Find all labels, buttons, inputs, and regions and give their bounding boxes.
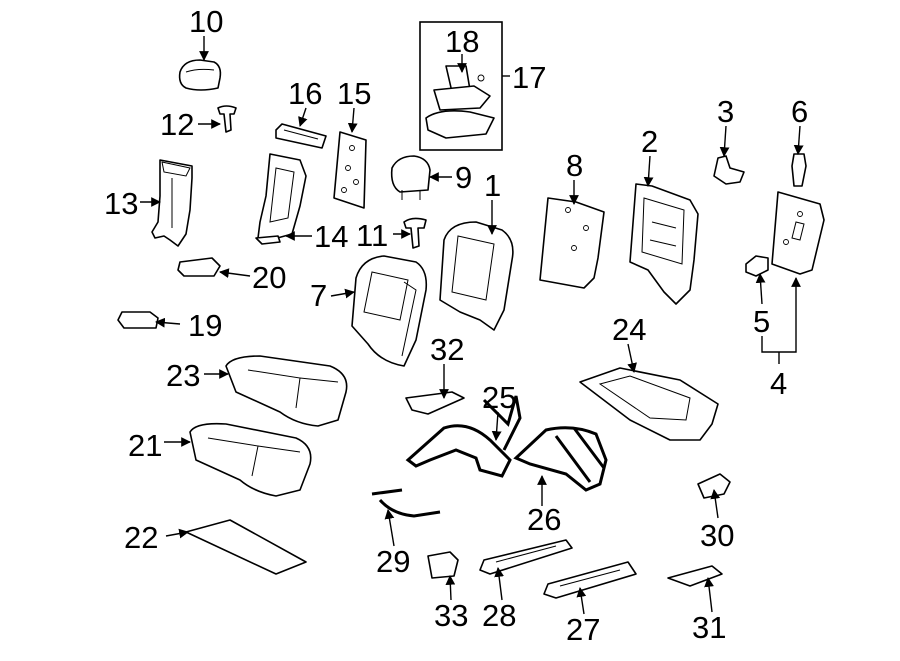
part-10-headrest — [178, 59, 222, 91]
callout-15: 15 — [337, 76, 371, 111]
part-3-latch — [713, 155, 745, 185]
part-15-plate — [333, 131, 367, 209]
callout-labels: 10 12 13 16 15 14 9 11 18 17 7 1 8 2 3 6… — [104, 4, 808, 647]
callout-10: 10 — [189, 4, 223, 39]
part-7-seat-back — [351, 255, 428, 367]
callout-21: 21 — [128, 428, 162, 463]
part-22-pad — [185, 519, 307, 575]
callout-7: 7 — [310, 278, 327, 313]
callout-2: 2 — [641, 124, 658, 159]
part-2-seat-frame — [629, 183, 699, 305]
part-28-track — [479, 539, 573, 575]
callout-24: 24 — [612, 312, 646, 347]
callout-20: 20 — [252, 260, 286, 295]
callout-25: 25 — [482, 380, 516, 415]
part-23-cushion — [225, 355, 348, 427]
callout-33: 33 — [434, 598, 468, 633]
callout-32: 32 — [430, 332, 464, 367]
callout-11: 11 — [356, 218, 388, 253]
part-26-frame — [513, 426, 608, 492]
part-32-plate — [405, 391, 465, 415]
callout-30: 30 — [700, 518, 734, 553]
part-24-tray — [579, 367, 719, 441]
part-9-headrest — [390, 155, 431, 200]
callout-27: 27 — [566, 612, 600, 647]
callout-28: 28 — [482, 598, 516, 633]
callout-14: 14 — [314, 219, 348, 254]
part-31-plate — [667, 565, 723, 587]
part-12-pin — [217, 105, 237, 133]
part-13-armrest — [151, 159, 193, 247]
callout-16: 16 — [288, 76, 322, 111]
callout-5: 5 — [753, 304, 770, 339]
callout-17: 17 — [512, 60, 546, 95]
part-5-bolt — [745, 255, 769, 277]
part-16-bezel — [275, 123, 327, 149]
callout-1: 1 — [484, 168, 501, 203]
part-33-bracket — [427, 551, 459, 579]
callout-18: 18 — [445, 24, 479, 59]
part-8-pad — [539, 197, 605, 289]
callout-31: 31 — [692, 610, 726, 645]
callout-29: 29 — [376, 544, 410, 579]
leader-lines — [140, 36, 804, 615]
callout-4: 4 — [770, 366, 787, 401]
callout-3: 3 — [717, 94, 734, 129]
part-1-seat-back — [439, 221, 514, 331]
callout-12: 12 — [160, 107, 194, 142]
callout-19: 19 — [188, 308, 222, 343]
part-20-bracket — [177, 257, 221, 277]
callout-26: 26 — [527, 502, 561, 537]
part-11-pin — [403, 217, 427, 249]
part-27-track — [543, 561, 637, 599]
callout-6: 6 — [791, 94, 808, 129]
part-6-clip — [791, 153, 807, 187]
part-29-rail — [371, 488, 441, 518]
callout-22: 22 — [124, 520, 158, 555]
part-25-frame — [405, 395, 522, 478]
part-21-cushion — [189, 422, 312, 497]
part-19-block — [117, 311, 159, 329]
part-4-panel — [771, 191, 825, 275]
callout-9: 9 — [455, 160, 472, 195]
callout-13: 13 — [104, 186, 138, 221]
part-30-bracket — [697, 473, 731, 499]
callout-23: 23 — [166, 358, 200, 393]
part-14-frame — [255, 153, 307, 245]
callout-8: 8 — [566, 148, 583, 183]
